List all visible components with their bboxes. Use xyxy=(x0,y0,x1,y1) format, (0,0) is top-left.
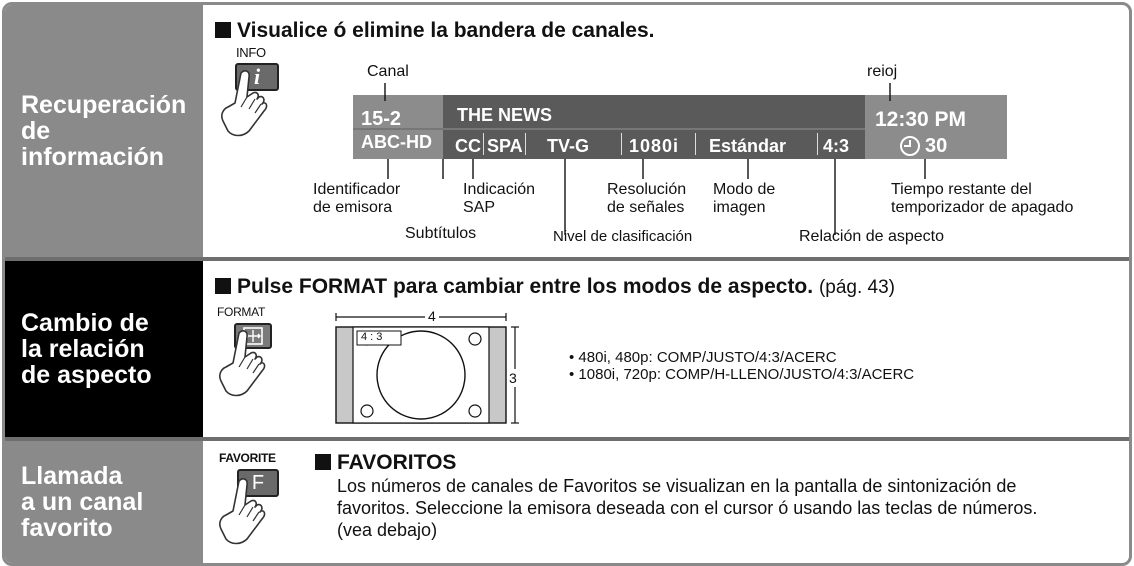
callout-resolution: Resolución de señales xyxy=(607,181,687,216)
banner-divider xyxy=(353,128,1007,130)
callout-lines xyxy=(384,83,926,235)
square-bullet-icon xyxy=(215,22,231,38)
clock-icon xyxy=(900,136,920,156)
callout-rating: Nivel de clasificación xyxy=(553,228,693,245)
section-content-format: Pulse FORMAT para cambiar entre los modo… xyxy=(203,261,1129,437)
square-bullet-icon xyxy=(215,278,231,294)
format-bullet: • 1080i, 720p: COMP/H-LLENO/JUSTO/4:3/AC… xyxy=(569,366,915,383)
banner-sep xyxy=(817,133,818,155)
format-button-caption: FORMAT xyxy=(217,305,265,319)
section-content-info: Visualice ó elimine la bandera de canale… xyxy=(203,5,1129,257)
format-bullet: • 480i, 480p: COMP/JUSTO/4:3/ACERC xyxy=(569,349,837,366)
section-label-favorite: Llamada a un canal favorito xyxy=(5,441,203,563)
banner-sap: SPA xyxy=(487,136,523,156)
banner-sleep-timer: 30 xyxy=(925,135,948,157)
section-divider xyxy=(5,257,1129,261)
banner-resolution: 1080i xyxy=(629,136,680,156)
channel-banner: 15-2 ABC-HD THE NEWS CC SPA TV-G 1080i E… xyxy=(353,95,1007,159)
section-title-favorite: Llamada a un canal favorito xyxy=(21,462,144,542)
square-bullet-icon xyxy=(315,454,331,470)
format-heading: Pulse FORMAT para cambiar entre los modo… xyxy=(215,275,895,299)
section-format: Cambio de la relación de aspecto Pulse F… xyxy=(5,261,1129,437)
diagram-aspect-tag: 4 : 3 xyxy=(361,331,383,343)
aspect-diagram xyxy=(335,313,519,424)
callout-station-id: Identificador de emisora xyxy=(313,181,401,216)
banner-channel-block xyxy=(353,95,443,159)
callout-sap: Indicación SAP xyxy=(463,181,536,216)
hand-press-icon xyxy=(219,478,266,545)
banner-sep xyxy=(695,133,696,155)
banner-clock: 12:30 PM xyxy=(875,108,967,131)
callout-subtitles: Subtítulos xyxy=(405,225,477,242)
hand-press-icon xyxy=(219,330,266,397)
format-bullet-list: • 480i, 480p: COMP/JUSTO/4:3/ACERC • 108… xyxy=(569,349,914,383)
callout-reloj: reioj xyxy=(867,63,898,80)
banner-program-title: THE NEWS xyxy=(457,105,553,125)
section-content-favorite: FAVORITE F FAVORITOS Los números de cana… xyxy=(203,441,1129,563)
favorite-button-caption: FAVORITE xyxy=(219,451,276,465)
banner-sep xyxy=(621,133,622,155)
callout-aspect: Relación de aspecto xyxy=(799,228,944,245)
callout-picture-mode: Modo de imagen xyxy=(713,181,776,216)
banner-channel-number: 15-2 xyxy=(361,108,402,130)
banner-cc: CC xyxy=(455,136,481,156)
info-button-caption: INFO xyxy=(236,45,266,60)
section-favorite: Llamada a un canal favorito FAVORITE F F… xyxy=(5,441,1129,563)
favorite-heading: FAVORITOS xyxy=(315,451,456,475)
banner-sep xyxy=(483,133,484,155)
section-divider xyxy=(5,437,1129,441)
banner-rating: TV-G xyxy=(547,136,590,156)
favorite-description: Los números de canales de Favoritos se v… xyxy=(337,476,1038,540)
callout-sleep-timer: Tiempo restante del temporizador de apag… xyxy=(891,181,1074,216)
banner-picture-mode: Estándar xyxy=(709,136,787,156)
banner-sep xyxy=(525,133,526,155)
info-heading: Visualice ó elimine la bandera de canale… xyxy=(215,19,654,43)
diagram-width-label: 4 xyxy=(425,308,439,324)
section-label-info: Recuperación de información xyxy=(5,5,203,257)
callout-canal: Canal xyxy=(367,63,409,80)
banner-clock-block xyxy=(865,95,1007,159)
section-title-format: Cambio de la relación de aspecto xyxy=(21,309,152,389)
section-title-info: Recuperación de información xyxy=(21,91,187,171)
diagram-height-label: 3 xyxy=(509,369,517,387)
section-info: Recuperación de información Visualice ó … xyxy=(5,5,1129,257)
banner-aspect: 4:3 xyxy=(823,136,850,156)
section-label-format: Cambio de la relación de aspecto xyxy=(5,261,203,437)
hand-press-icon xyxy=(221,70,268,137)
banner-station-id: ABC-HD xyxy=(361,132,432,152)
